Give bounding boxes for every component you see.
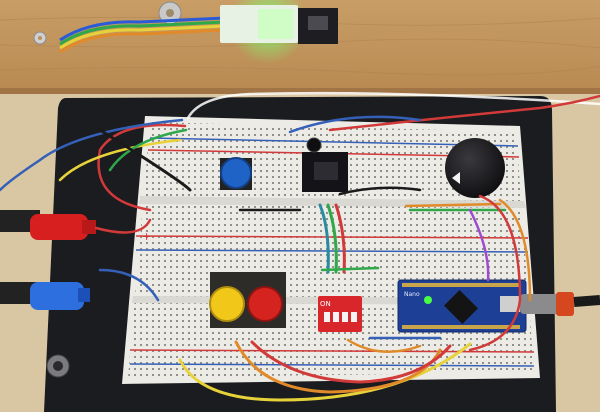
washer-hole — [166, 9, 174, 17]
knob-marker — [452, 172, 460, 184]
capacitor — [306, 137, 322, 153]
washer-hole-small — [38, 36, 42, 40]
player-chip — [314, 162, 338, 180]
usb-plug-collar — [556, 292, 574, 316]
red-plug-tip — [82, 220, 96, 234]
usb-cable — [573, 295, 600, 307]
red-banana-plug — [30, 214, 88, 240]
yellow-push-button — [209, 286, 245, 322]
rail-plus-sign: + — [142, 230, 151, 243]
blue-plug-tip — [78, 288, 90, 302]
sensor-chip — [308, 16, 328, 30]
nano-usb-port — [500, 296, 520, 312]
sensor-led-glow — [258, 9, 293, 39]
rail-line-blue-bottom — [129, 363, 535, 367]
jumper-wires — [0, 91, 600, 402]
rail-line-red-mid — [135, 235, 529, 239]
shelf-edge — [0, 88, 600, 94]
nano-mcu-chip — [444, 290, 478, 324]
dip-switch — [318, 296, 362, 332]
ribbon-cable — [59, 16, 226, 54]
nano-power-led — [424, 296, 432, 304]
dip-switch-label: ON — [320, 300, 331, 308]
rotary-knob — [445, 138, 505, 198]
nano-pin-headers — [402, 283, 520, 329]
rail-line-red-bottom — [129, 349, 535, 353]
blue-banana-plug — [30, 282, 84, 310]
standoff-hole — [53, 361, 63, 371]
blue-push-button — [220, 157, 252, 189]
red-push-button — [247, 286, 283, 322]
dip-switch-levers — [324, 312, 357, 322]
nano-label: Nano — [404, 291, 420, 298]
rail-line-blue-mid — [135, 249, 529, 253]
